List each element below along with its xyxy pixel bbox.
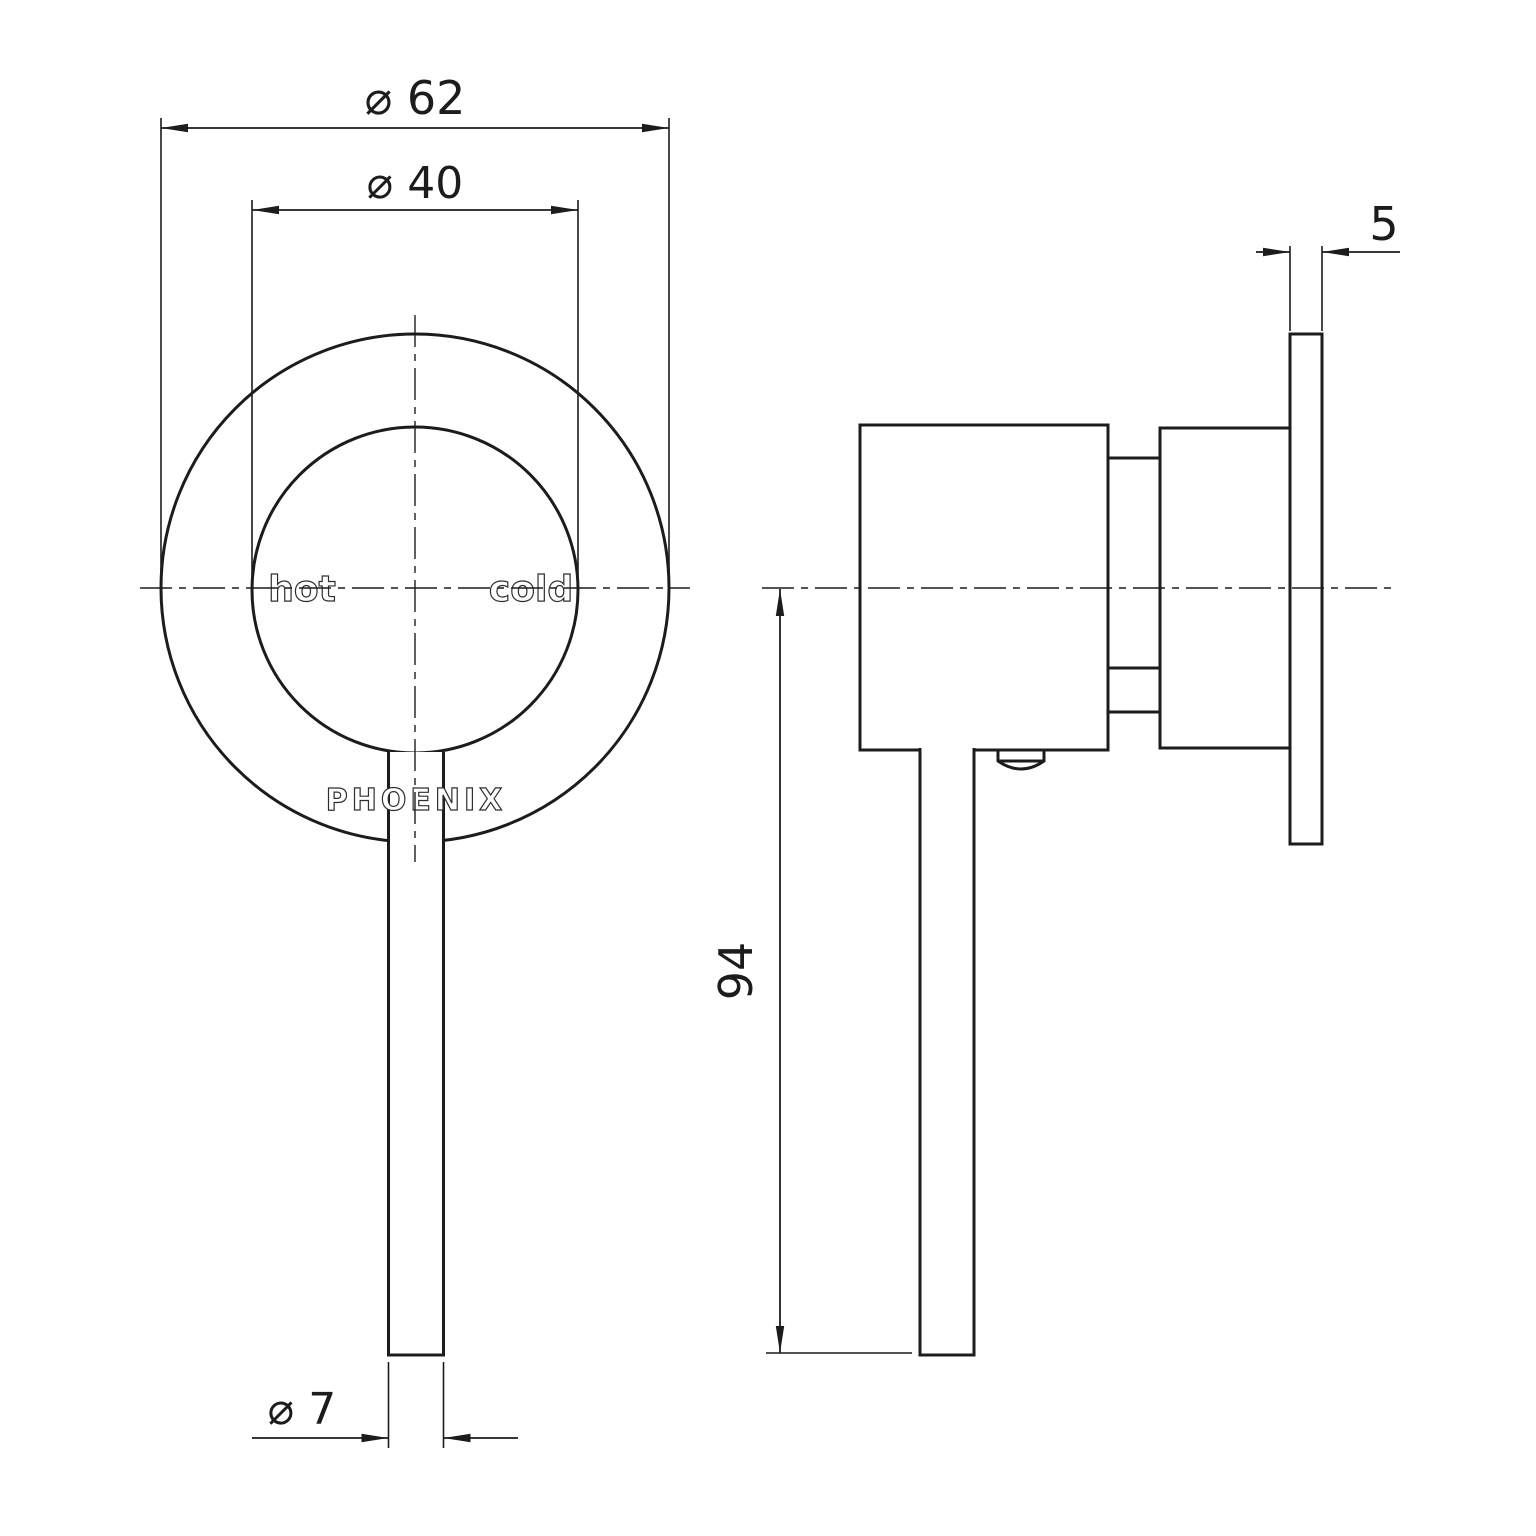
dim-inner-diameter: ⌀ 40 [251,158,579,576]
inner-diameter-label: ⌀ 40 [367,158,463,209]
arrowhead-right [551,205,578,215]
arrowhead-right [361,1433,389,1443]
front-view: hot cold PHOENIX [140,315,690,1357]
arrowhead-left [1322,247,1349,257]
handle-side-outline [918,748,976,1357]
outer-diameter-label: ⌀ 62 [365,71,466,125]
arrowhead-up [775,589,785,616]
brand-label: PHOENIX [326,783,507,818]
side-view [762,332,1398,1357]
dim-outer-diameter: ⌀ 62 [160,71,670,574]
dim-handle-diameter: ⌀ 7 [252,1362,518,1448]
dim-plate-thickness: 5 [1256,197,1400,331]
arrowhead-right [1263,247,1290,257]
cold-label: cold [489,569,573,610]
plate-thickness-label: 5 [1369,197,1398,251]
hot-label: hot [268,569,336,610]
arrowhead-down [775,1326,785,1353]
dim-handle-length: 94 [709,589,912,1354]
arrowhead-right [642,123,669,133]
arrowhead-left [443,1433,471,1443]
neck-outline [1106,456,1162,714]
handle-front-outline [387,752,445,1357]
wall-plate-outline [1288,332,1324,846]
handle-length-label: 94 [709,942,763,1001]
arrowhead-left [161,123,188,133]
arrowhead-left [252,205,279,215]
handle-diameter-label: ⌀ 7 [268,1384,336,1435]
